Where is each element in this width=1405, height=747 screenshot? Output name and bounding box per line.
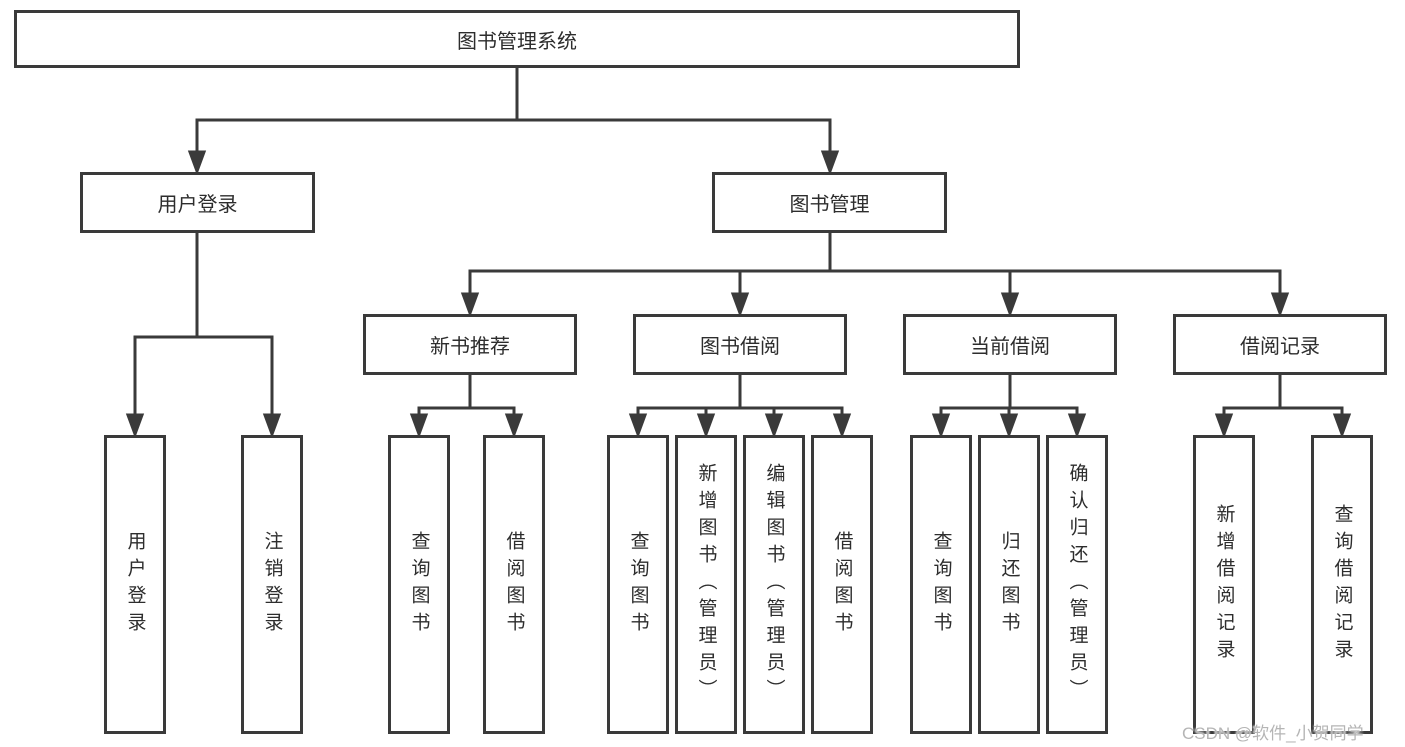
leaf-borrow-books-recommend: 借阅图书 bbox=[483, 435, 545, 734]
node-label: 新增借阅记录 bbox=[1213, 503, 1235, 666]
node-current-borrow: 当前借阅 bbox=[903, 314, 1117, 375]
node-label: 用户登录 bbox=[157, 194, 238, 216]
node-label: 归还图书 bbox=[998, 530, 1020, 639]
node-label: 查询图书 bbox=[408, 530, 430, 639]
node-label: 借阅图书 bbox=[503, 530, 525, 639]
leaf-return-books: 归还图书 bbox=[978, 435, 1040, 734]
node-label: 查询借阅记录 bbox=[1331, 503, 1353, 666]
node-label: 查询图书 bbox=[930, 530, 952, 639]
leaf-query-borrow-record: 查询借阅记录 bbox=[1311, 435, 1373, 734]
node-label: 新增图书（管理员） bbox=[695, 463, 717, 706]
arrows-root-to-level2 bbox=[187, 68, 840, 176]
leaf-add-borrow-record: 新增借阅记录 bbox=[1193, 435, 1255, 734]
arrows-borrow-record-to-leaves bbox=[1214, 375, 1352, 439]
leaf-query-books-recommend: 查询图书 bbox=[388, 435, 450, 734]
leaf-borrow-books: 借阅图书 bbox=[811, 435, 873, 734]
node-label: 图书管理 bbox=[789, 194, 870, 216]
node-label: 新书推荐 bbox=[430, 336, 510, 358]
node-borrow-record: 借阅记录 bbox=[1173, 314, 1387, 375]
node-book-management-branch: 图书管理 bbox=[712, 172, 947, 233]
node-label: 查询图书 bbox=[627, 530, 649, 639]
arrows-current-borrow-to-leaves bbox=[931, 375, 1087, 439]
leaf-query-books-borrow: 查询图书 bbox=[607, 435, 669, 734]
node-label: 注销登录 bbox=[261, 530, 283, 639]
node-new-book-recommend: 新书推荐 bbox=[363, 314, 577, 375]
node-label: 编辑图书（管理员） bbox=[763, 463, 785, 706]
node-label: 图书管理系统 bbox=[457, 30, 577, 53]
leaf-add-books-admin: 新增图书（管理员） bbox=[675, 435, 737, 734]
csdn-watermark: CSDN @软件_小贺同学 bbox=[1182, 724, 1364, 743]
leaf-query-books-current: 查询图书 bbox=[910, 435, 972, 734]
arrows-new-book-recommend-to-leaves bbox=[409, 375, 524, 439]
leaf-confirm-return-admin: 确认归还（管理员） bbox=[1046, 435, 1108, 734]
arrows-user-login-to-leaves bbox=[125, 233, 282, 439]
arrows-book-management-to-level3 bbox=[460, 233, 1290, 318]
leaf-edit-books-admin: 编辑图书（管理员） bbox=[743, 435, 805, 734]
node-label: 借阅图书 bbox=[831, 530, 853, 639]
node-label: 图书借阅 bbox=[700, 336, 780, 358]
node-label: 当前借阅 bbox=[970, 336, 1050, 358]
arrows-book-borrow-to-leaves bbox=[628, 375, 852, 439]
node-user-login-branch: 用户登录 bbox=[80, 172, 315, 233]
node-label: 确认归还（管理员） bbox=[1066, 463, 1088, 706]
node-label: 用户登录 bbox=[124, 530, 146, 639]
leaf-user-login: 用户登录 bbox=[104, 435, 166, 734]
node-library-management-system: 图书管理系统 bbox=[14, 10, 1020, 68]
node-label: 借阅记录 bbox=[1240, 336, 1320, 358]
node-book-borrow: 图书借阅 bbox=[633, 314, 847, 375]
leaf-logout: 注销登录 bbox=[241, 435, 303, 734]
